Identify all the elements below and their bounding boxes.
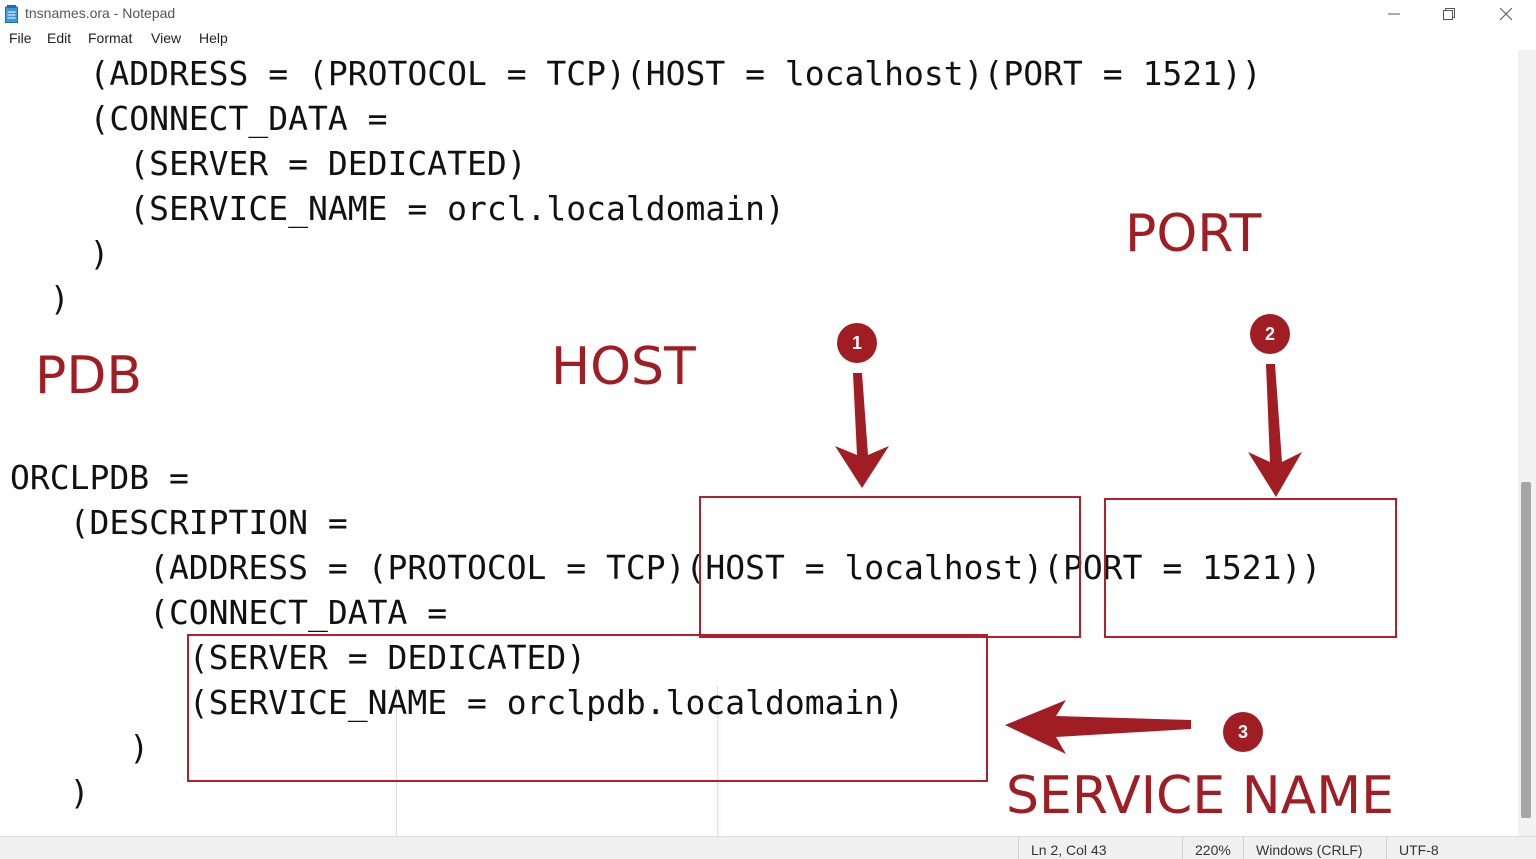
menu-view[interactable]: View: [151, 30, 182, 46]
code-line: ): [10, 773, 90, 812]
close-button[interactable]: [1484, 0, 1530, 28]
minimize-button[interactable]: [1372, 0, 1418, 28]
badge-3: 3: [1223, 712, 1263, 752]
menu-format[interactable]: Format: [88, 30, 133, 46]
host-highlight-box: [699, 496, 1081, 638]
restore-button[interactable]: [1427, 0, 1473, 28]
scroll-thumb[interactable]: [1521, 482, 1531, 818]
code-line: (ADDRESS = (PROTOCOL = TCP)(HOST = local…: [10, 54, 1262, 93]
minimize-icon: [1388, 13, 1400, 15]
zoom-level: 220%: [1195, 842, 1231, 858]
port-label: PORT: [1125, 204, 1262, 264]
code-line: (CONNECT_DATA =: [10, 593, 448, 632]
close-icon: [1500, 8, 1512, 20]
notepad-icon: [5, 5, 18, 23]
service-name-highlight-box: [187, 634, 988, 782]
encoding: UTF-8: [1399, 842, 1439, 858]
vertical-scrollbar[interactable]: [1518, 50, 1536, 836]
service-name-label: SERVICE NAME: [1006, 766, 1394, 826]
menu-bar: File Edit Format View Help: [0, 28, 1536, 50]
menu-edit[interactable]: Edit: [47, 30, 72, 46]
code-line: (SERVER = DEDICATED): [10, 144, 527, 183]
code-line: ): [10, 234, 110, 273]
menu-help[interactable]: Help: [199, 30, 228, 46]
cursor-position: Ln 2, Col 43: [1031, 842, 1107, 858]
arrow-left-icon: [1005, 700, 1191, 754]
code-line: ): [10, 279, 70, 318]
text-editor[interactable]: (ADDRESS = (PROTOCOL = TCP)(HOST = local…: [0, 50, 1518, 836]
code-line: (SERVICE_NAME = orclpdb.localdomain): [10, 683, 905, 722]
code-line: (ADDRESS = (PROTOCOL = TCP)(HOST = local…: [10, 548, 1322, 587]
pdb-label: PDB: [35, 346, 143, 406]
line-endings: Windows (CRLF): [1256, 842, 1363, 858]
status-bar: Ln 2, Col 43 220% Windows (CRLF) UTF-8: [0, 836, 1536, 859]
code-line: ORCLPDB =: [10, 458, 189, 497]
title-bar: tnsnames.ora - Notepad: [0, 0, 1536, 28]
window-title: tnsnames.ora - Notepad: [25, 5, 176, 21]
badge-1: 1: [837, 323, 877, 363]
arrow-down-icon: [835, 373, 889, 488]
host-label: HOST: [551, 337, 696, 397]
menu-file[interactable]: File: [9, 30, 32, 46]
code-line: (DESCRIPTION =: [10, 503, 348, 542]
code-line: (SERVICE_NAME = orcl.localdomain): [10, 189, 785, 228]
badge-2: 2: [1250, 314, 1290, 354]
tooltip-popup: [396, 686, 718, 836]
arrow-down-icon: [1248, 364, 1302, 497]
port-highlight-box: [1104, 498, 1397, 638]
restore-icon: [1443, 8, 1455, 20]
code-line: (CONNECT_DATA =: [10, 99, 388, 138]
code-line: (SERVER = DEDICATED): [10, 638, 587, 677]
code-line: ): [10, 728, 150, 767]
